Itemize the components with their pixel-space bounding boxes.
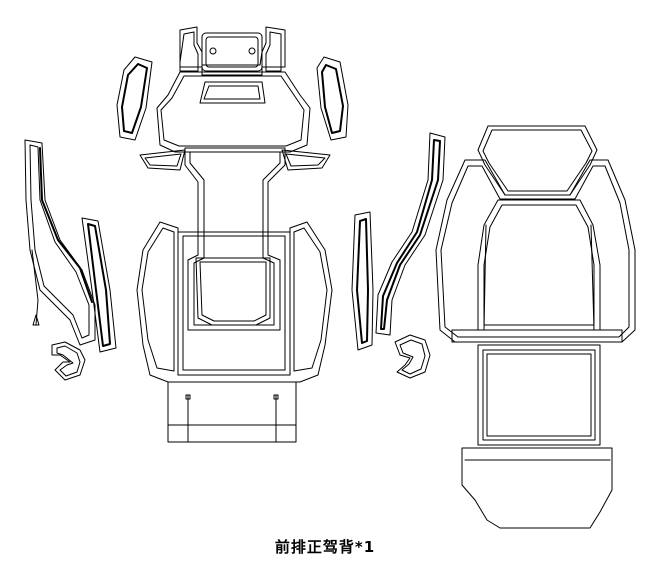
- left-hook-piece: [51, 341, 86, 381]
- right-seat-cushion: [477, 344, 601, 446]
- right-narrow-strip: [351, 211, 374, 351]
- right-seat-headrest: [477, 125, 598, 196]
- right-seat-band: [451, 329, 623, 343]
- left-narrow-strip: [81, 217, 117, 353]
- right-seat-back-body: [435, 159, 636, 343]
- headrest-piece: [179, 26, 286, 76]
- right-hook-piece: [394, 334, 431, 379]
- right-seat-skirt: [461, 447, 613, 529]
- side-strip-right: [316, 56, 349, 141]
- shoulder-wing-left: [139, 149, 186, 171]
- lower-back-body: [136, 221, 333, 383]
- upper-back-piece: [156, 71, 311, 153]
- diagram-caption: 前排正驾背*1: [274, 538, 376, 556]
- right-curved-strip: [375, 132, 446, 336]
- side-strip-left: [116, 56, 153, 141]
- shoulder-wing-right: [281, 149, 331, 171]
- center-back-panel: [184, 147, 286, 331]
- bottom-tab-piece: [167, 381, 297, 443]
- far-left-curved-strip: [24, 139, 96, 346]
